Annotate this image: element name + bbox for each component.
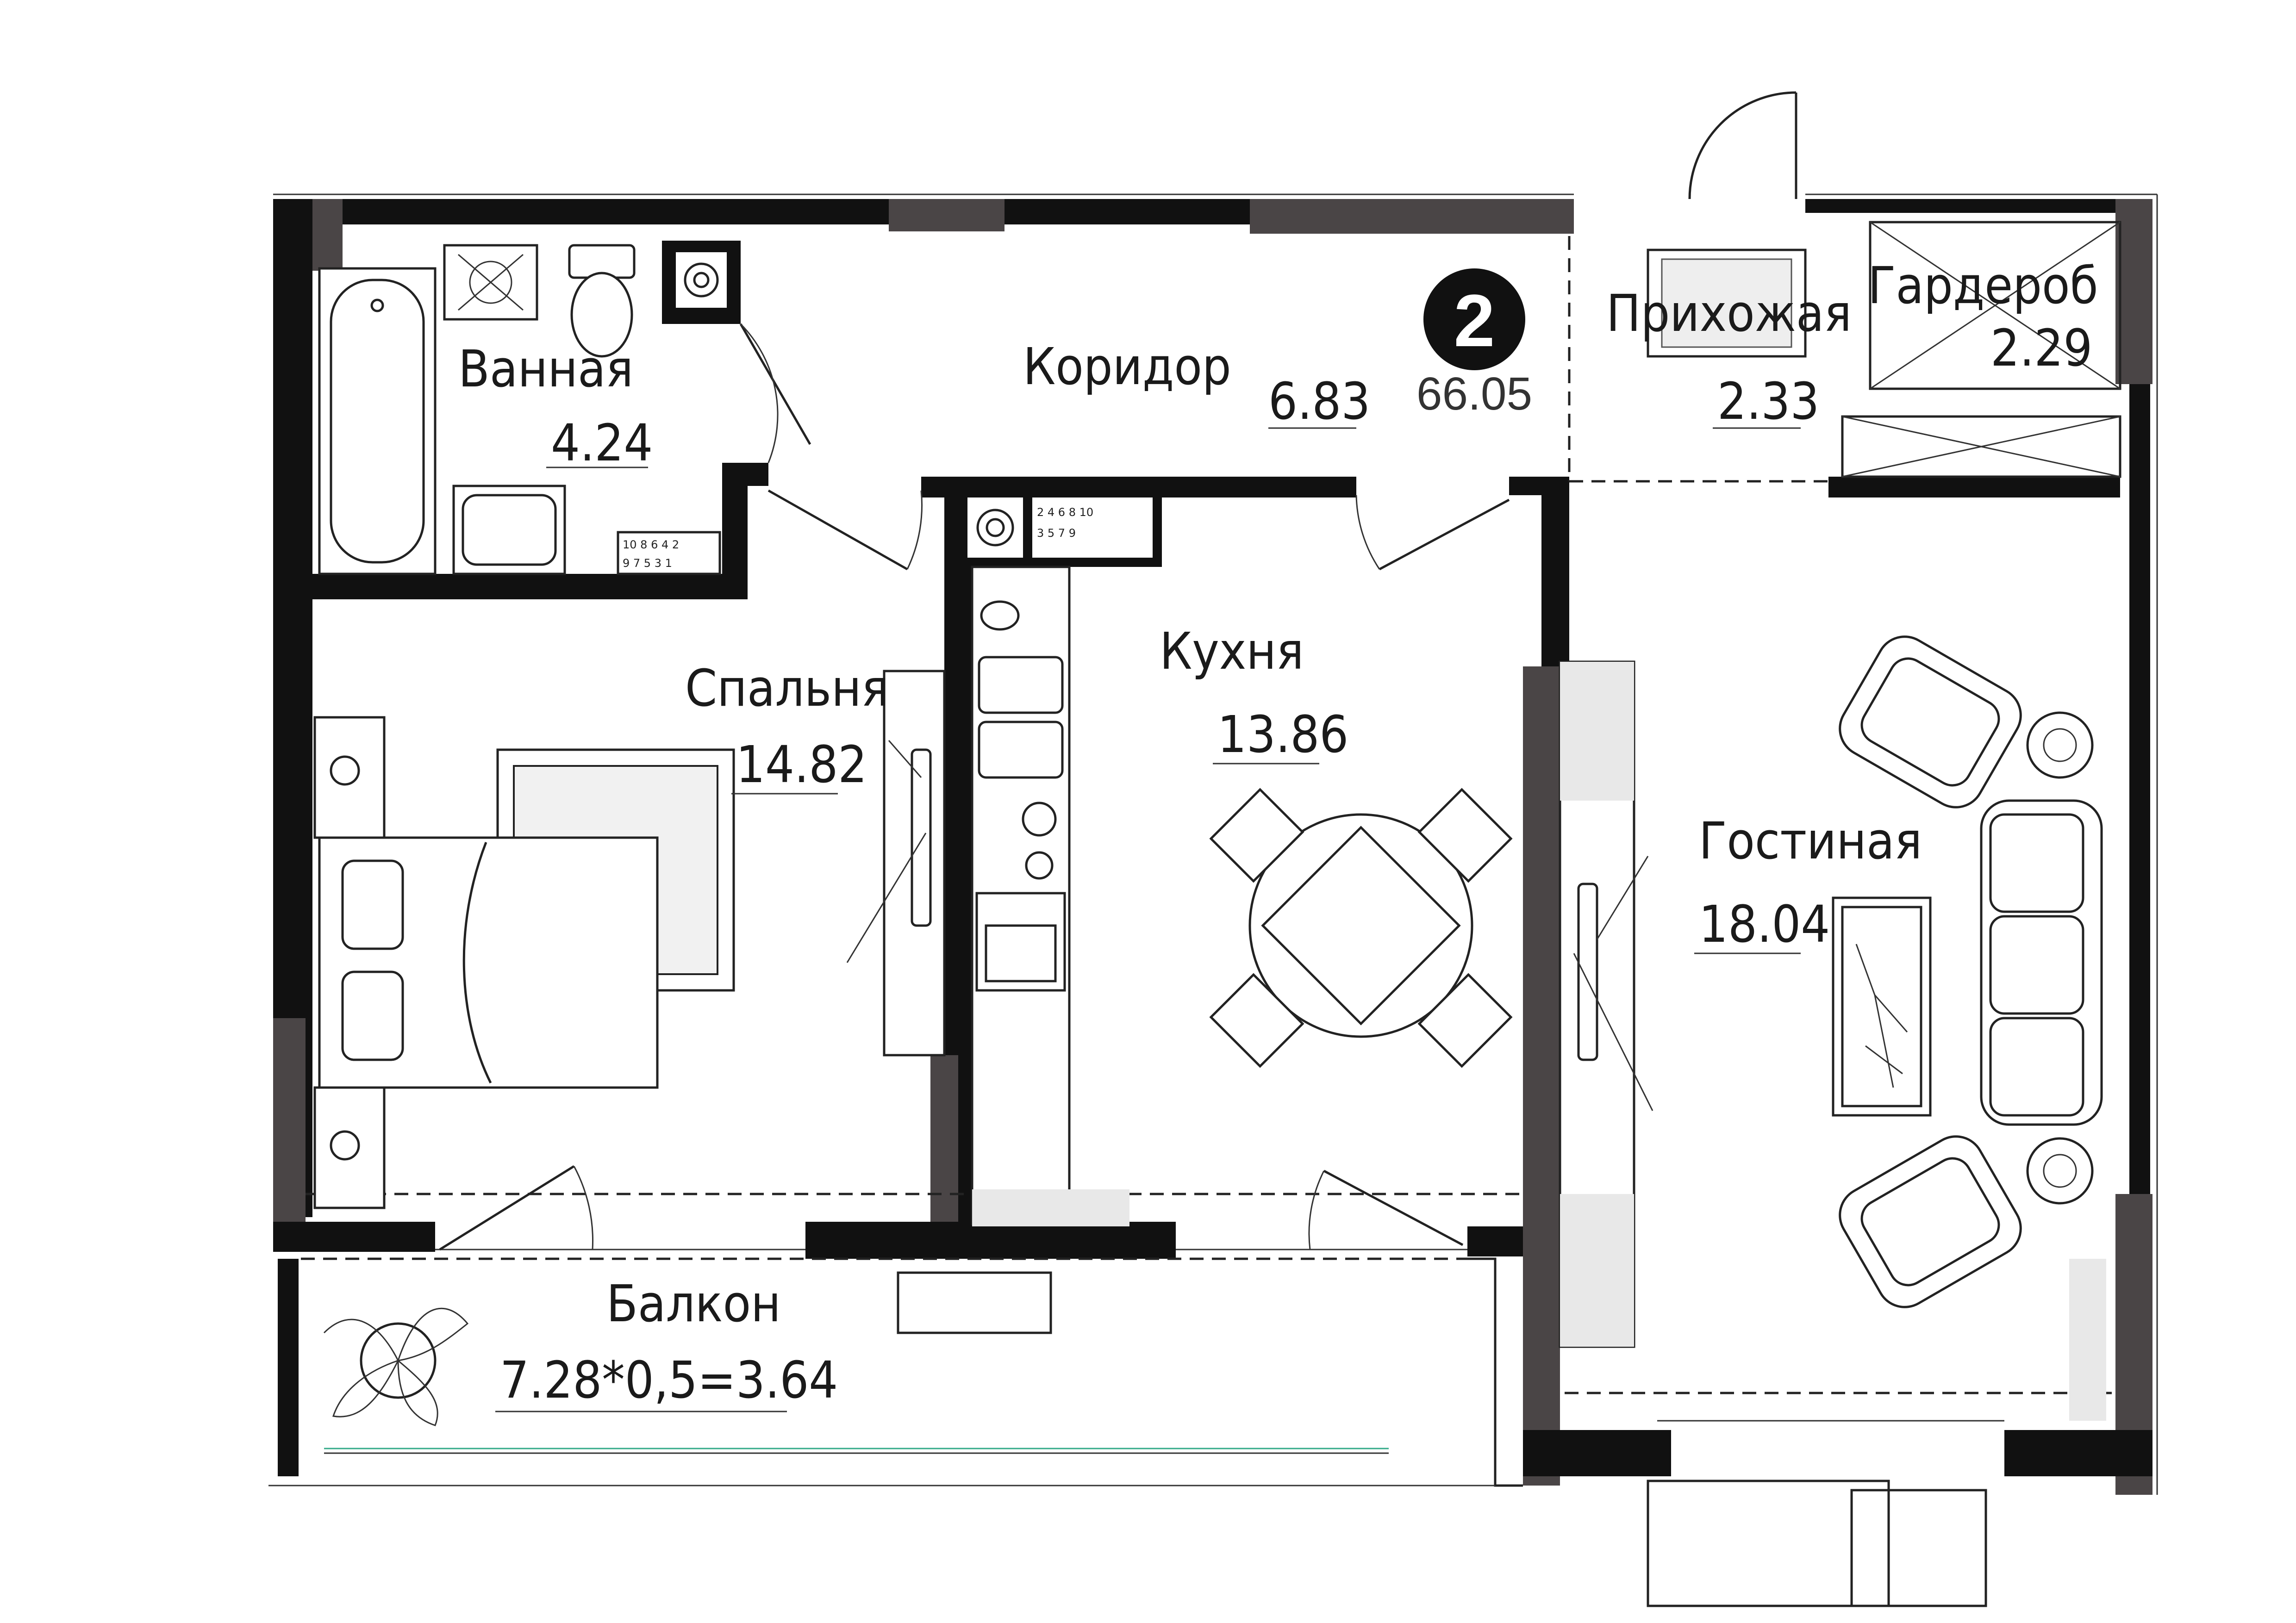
wardrobe-upper: [1869, 221, 2121, 390]
nightstand: [313, 716, 386, 839]
bathroom-fixtures: 10 8 6 4 2 9 7 5 3 1: [318, 244, 721, 575]
meter2-row-bottom: 3 5 7 9: [1037, 527, 1076, 540]
living-area: 18.04: [1699, 895, 1830, 954]
rooms-count: 2: [1454, 279, 1495, 362]
chair: [1209, 973, 1304, 1068]
wardrobe-name: Гардероб: [1868, 256, 2098, 315]
corridor-area: 6.83: [1268, 372, 1370, 431]
balcony-name: Балкон: [606, 1274, 781, 1333]
dining-table-round: [1248, 813, 1473, 1038]
bathroom-area: 4.24: [551, 413, 653, 473]
hallway-fixtures: [1647, 221, 2121, 478]
corridor-name: Коридор: [1023, 337, 1231, 396]
meter2-row-top: 2 4 6 8 10: [1037, 506, 1093, 519]
living-fixtures: [1559, 635, 2106, 1421]
bathroom-name: Ванная: [458, 339, 633, 398]
pillow: [341, 970, 404, 1061]
doors: [439, 91, 1797, 1251]
balcony-bench: [897, 1271, 1052, 1334]
pillow: [341, 859, 404, 950]
hallway-area: 2.33: [1717, 372, 1819, 431]
dining-table: [1261, 826, 1461, 1026]
total-area: 66.05: [1416, 368, 1532, 420]
bedroom-name: Спальня: [685, 659, 889, 718]
wardrobe-lower: [1841, 415, 2121, 478]
outline-lines: [268, 193, 2158, 1607]
bedroom-fixtures: [313, 670, 946, 1209]
apartment-summary: 2 66.05: [1416, 268, 1532, 420]
wardrobe-area: 2.29: [1990, 318, 2092, 378]
kitchen-name: Кухня: [1160, 622, 1304, 681]
kitchen-fixtures: [971, 566, 1513, 1226]
sink-bowl: [978, 656, 1064, 714]
hob: [1022, 802, 1057, 837]
walls: [273, 199, 2152, 1495]
plant-icon: [2026, 1137, 2094, 1205]
meter-row-top: 10 8 6 4 2: [623, 538, 679, 551]
chair: [1417, 973, 1513, 1068]
balcony-plant-icon: [360, 1322, 437, 1399]
room-labels: Ванная 4.24 Коридор 6.83 Прихожая 2.33 Г…: [458, 256, 2098, 1412]
living-name: Гостиная: [1699, 811, 1922, 871]
plant-icon: [2026, 711, 2094, 779]
kitchen-area: 13.86: [1217, 705, 1348, 764]
balcony-fixtures: [323, 1271, 1052, 1426]
hallway-name: Прихожая: [1606, 284, 1852, 343]
chair: [1209, 788, 1304, 883]
chair: [1417, 788, 1513, 883]
nightstand: [313, 1086, 386, 1209]
dashed-lines: [301, 236, 2115, 1394]
meter-panel: [617, 531, 721, 575]
balcony-area: 7.28*0,5=3.64: [500, 1350, 838, 1410]
rooms-count-badge: [1423, 268, 1525, 370]
meter-row-bottom: 9 7 5 3 1: [623, 557, 672, 570]
bedroom-area: 14.82: [736, 735, 867, 794]
